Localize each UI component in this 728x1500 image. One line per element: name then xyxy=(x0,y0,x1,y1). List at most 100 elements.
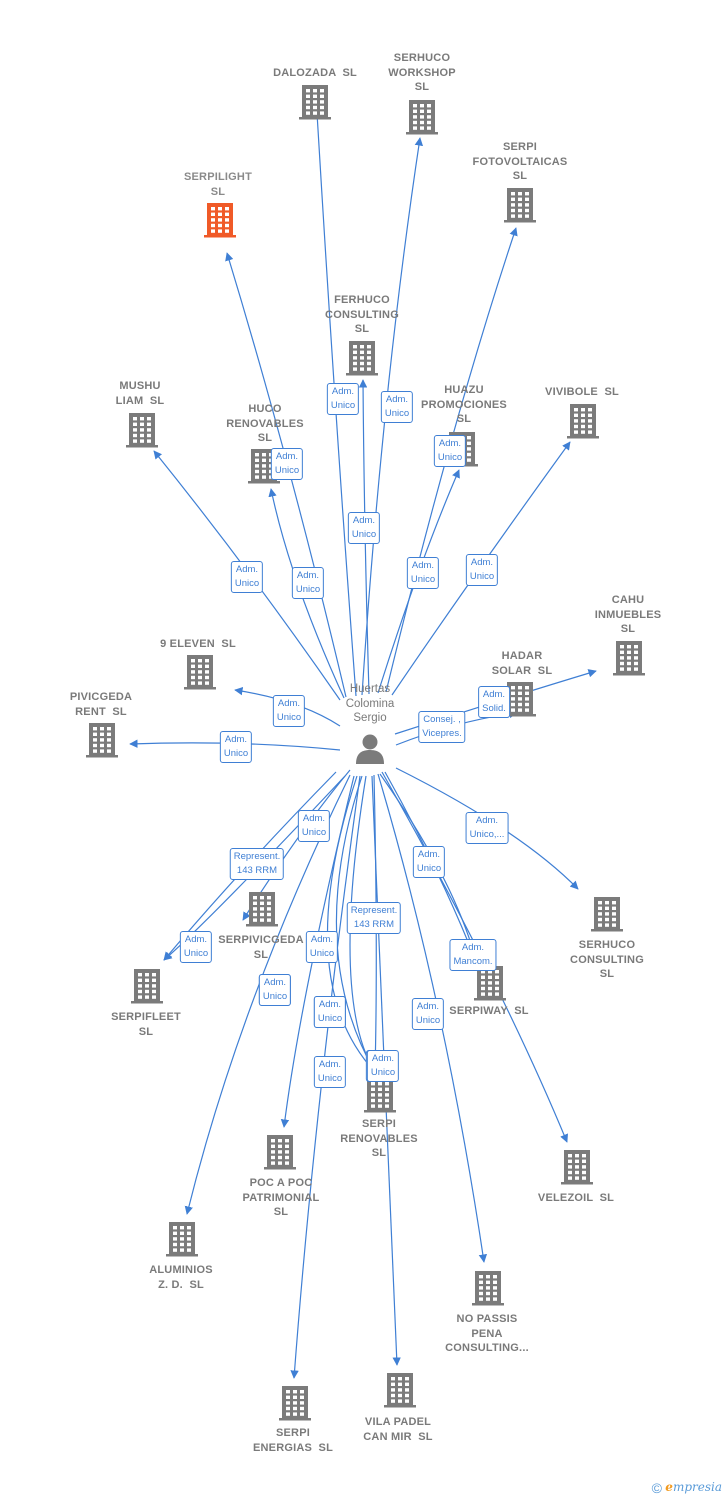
role-badge[interactable]: Consej. , Vicepres. xyxy=(418,711,466,743)
person-name[interactable]: Huertas Colomina Sergio xyxy=(345,683,395,724)
velezoil-building-icon[interactable] xyxy=(561,1150,593,1185)
company-label[interactable]: HUAZU PROMOCIONES SL xyxy=(421,384,507,425)
role-badge[interactable]: Adm. Unico xyxy=(465,554,499,586)
role-badge[interactable]: Adm. Unico,... xyxy=(465,812,509,844)
company-label[interactable]: HUCO RENOVABLES SL xyxy=(226,403,304,444)
company-node[interactable]: SERPIVICGEDA SL xyxy=(201,933,321,962)
cahu-inmuebles-building-icon[interactable] xyxy=(613,641,645,676)
company-label[interactable]: SERPIFLEET SL xyxy=(111,1011,181,1038)
role-badge[interactable]: Represent. 143 RRM xyxy=(229,848,285,880)
company-node[interactable]: FERHUCO CONSULTING SL xyxy=(302,293,422,337)
role-badge[interactable]: Adm. Unico xyxy=(179,931,213,963)
mushu-liam-building-icon[interactable] xyxy=(126,413,158,448)
company-label[interactable]: SERPIWAY SL xyxy=(449,1005,529,1017)
role-badge[interactable]: Adm. Unico xyxy=(258,974,292,1006)
role-badge[interactable]: Adm. Unico xyxy=(411,998,445,1030)
company-label[interactable]: POC A POC PATRIMONIAL SL xyxy=(242,1177,320,1218)
role-badge[interactable]: Adm. Unico xyxy=(326,383,360,415)
role-badge[interactable]: Adm. Unico xyxy=(305,931,339,963)
company-label[interactable]: VIVIBOLE SL xyxy=(545,386,619,398)
company-node[interactable]: ALUMINIOS Z. D. SL xyxy=(121,1263,241,1292)
serpilight-building-icon[interactable] xyxy=(204,203,236,238)
company-label[interactable]: DALOZADA SL xyxy=(273,67,357,79)
serpi-fotovoltaicas-building-icon[interactable] xyxy=(504,188,536,223)
serpi-energias-building-icon[interactable] xyxy=(279,1386,311,1421)
company-node[interactable]: PIVICGEDA RENT SL xyxy=(41,690,161,719)
vivibole-building-icon[interactable] xyxy=(567,404,599,439)
company-node[interactable]: CAHU INMUEBLES SL xyxy=(568,593,688,637)
serhuco-workshop-building-icon[interactable] xyxy=(406,100,438,135)
company-node[interactable]: SERHUCO CONSULTING SL xyxy=(547,938,667,982)
company-node[interactable]: 9 ELEVEN SL xyxy=(138,637,258,652)
company-node[interactable]: SERPI RENOVABLES SL xyxy=(319,1117,439,1161)
company-node[interactable]: DALOZADA SL xyxy=(255,66,375,81)
pivicgeda-rent-building-icon[interactable] xyxy=(86,723,118,758)
company-label[interactable]: SERHUCO WORKSHOP SL xyxy=(388,52,456,93)
serpiway-building-icon[interactable] xyxy=(474,966,506,1001)
role-badge[interactable]: Adm. Unico xyxy=(406,557,440,589)
hadar-solar-building-icon[interactable] xyxy=(504,682,536,717)
serpi-renovables-building-icon[interactable] xyxy=(364,1078,396,1113)
company-node[interactable]: MUSHU LIAM SL xyxy=(80,379,200,408)
role-badge[interactable]: Adm. Unico xyxy=(297,810,331,842)
company-label[interactable]: MUSHU LIAM SL xyxy=(115,380,165,407)
company-node[interactable]: VELEZOIL SL xyxy=(516,1191,636,1206)
role-badge[interactable]: Adm. Unico xyxy=(412,846,446,878)
brand-logo[interactable]: empresia xyxy=(665,1480,722,1495)
vila-padel-building-icon[interactable] xyxy=(384,1373,416,1408)
role-badge[interactable]: Adm. Unico xyxy=(270,448,304,480)
role-badge[interactable]: Adm. Unico xyxy=(380,391,414,423)
serpivicgeda-building-icon[interactable] xyxy=(246,892,278,927)
company-label[interactable]: SERPI FOTOVOLTAICAS SL xyxy=(472,141,568,182)
company-node[interactable]: SERPIWAY SL xyxy=(429,1004,549,1019)
company-label[interactable]: SERPI ENERGIAS SL xyxy=(252,1427,334,1454)
company-node[interactable]: HUAZU PROMOCIONES SL xyxy=(404,383,524,427)
role-badge[interactable]: Adm. Unico xyxy=(219,731,253,763)
no-passis-pena-building-icon[interactable] xyxy=(472,1271,504,1306)
company-label[interactable]: NO PASSIS PENA CONSULTING... xyxy=(445,1313,529,1354)
role-badge[interactable]: Adm. Unico xyxy=(313,996,347,1028)
company-label[interactable]: HADAR SOLAR SL xyxy=(491,650,553,677)
company-label[interactable]: SERPI RENOVABLES SL xyxy=(340,1118,418,1159)
company-node[interactable]: VILA PADEL CAN MIR SL xyxy=(338,1415,458,1444)
dalozada-building-icon[interactable] xyxy=(299,85,331,120)
poc-a-poc-building-icon[interactable] xyxy=(264,1135,296,1170)
role-badge[interactable]: Adm. Solid. xyxy=(478,686,510,718)
company-node[interactable]: HUCO RENOVABLES SL xyxy=(205,402,325,446)
company-label[interactable]: ALUMINIOS Z. D. SL xyxy=(149,1264,213,1291)
aluminios-zd-building-icon[interactable] xyxy=(166,1222,198,1257)
company-label[interactable]: CAHU INMUEBLES SL xyxy=(594,594,662,635)
company-node[interactable]: HADAR SOLAR SL xyxy=(462,649,582,678)
role-badge[interactable]: Adm. Unico xyxy=(272,695,306,727)
company-label[interactable]: SERHUCO CONSULTING SL xyxy=(570,939,644,980)
role-badge[interactable]: Adm. Unico xyxy=(230,561,264,593)
company-node[interactable]: SERPIFLEET SL xyxy=(86,1010,206,1039)
company-node[interactable]: SERPI ENERGIAS SL xyxy=(233,1426,353,1455)
company-label[interactable]: FERHUCO CONSULTING SL xyxy=(325,294,399,335)
company-node[interactable]: SERPILIGHT SL xyxy=(158,170,278,199)
person-node[interactable] xyxy=(356,734,384,765)
company-node[interactable]: POC A POC PATRIMONIAL SL xyxy=(221,1176,341,1220)
company-label[interactable]: PIVICGEDA RENT SL xyxy=(69,691,133,718)
role-badge[interactable]: Adm. Unico xyxy=(347,512,381,544)
company-node[interactable]: NO PASSIS PENA CONSULTING... xyxy=(427,1312,547,1356)
serpifleet-building-icon[interactable] xyxy=(131,969,163,1004)
role-badge[interactable]: Adm. Unico xyxy=(313,1056,347,1088)
company-label[interactable]: SERPIVICGEDA SL xyxy=(218,934,304,961)
ferhuco-consulting-building-icon[interactable] xyxy=(346,341,378,376)
9-eleven-building-icon[interactable] xyxy=(184,655,216,690)
company-node[interactable]: SERHUCO WORKSHOP SL xyxy=(362,51,482,95)
company-node[interactable]: VIVIBOLE SL xyxy=(522,385,642,400)
company-node[interactable]: SERPI FOTOVOLTAICAS SL xyxy=(460,140,580,184)
serhuco-consulting-building-icon[interactable] xyxy=(591,897,623,932)
role-badge[interactable]: Adm. Unico xyxy=(366,1050,400,1082)
role-badge[interactable]: Adm. Unico xyxy=(291,567,325,599)
company-label[interactable]: VELEZOIL SL xyxy=(537,1192,615,1204)
company-label[interactable]: SERPILIGHT SL xyxy=(183,171,252,198)
company-label[interactable]: 9 ELEVEN SL xyxy=(160,638,236,650)
role-badge[interactable]: Adm. Mancom. xyxy=(449,939,497,971)
role-badge[interactable]: Represent. 143 RRM xyxy=(346,902,402,934)
role-badge[interactable]: Adm. Unico xyxy=(433,435,467,467)
company-label[interactable]: VILA PADEL CAN MIR SL xyxy=(363,1416,433,1443)
